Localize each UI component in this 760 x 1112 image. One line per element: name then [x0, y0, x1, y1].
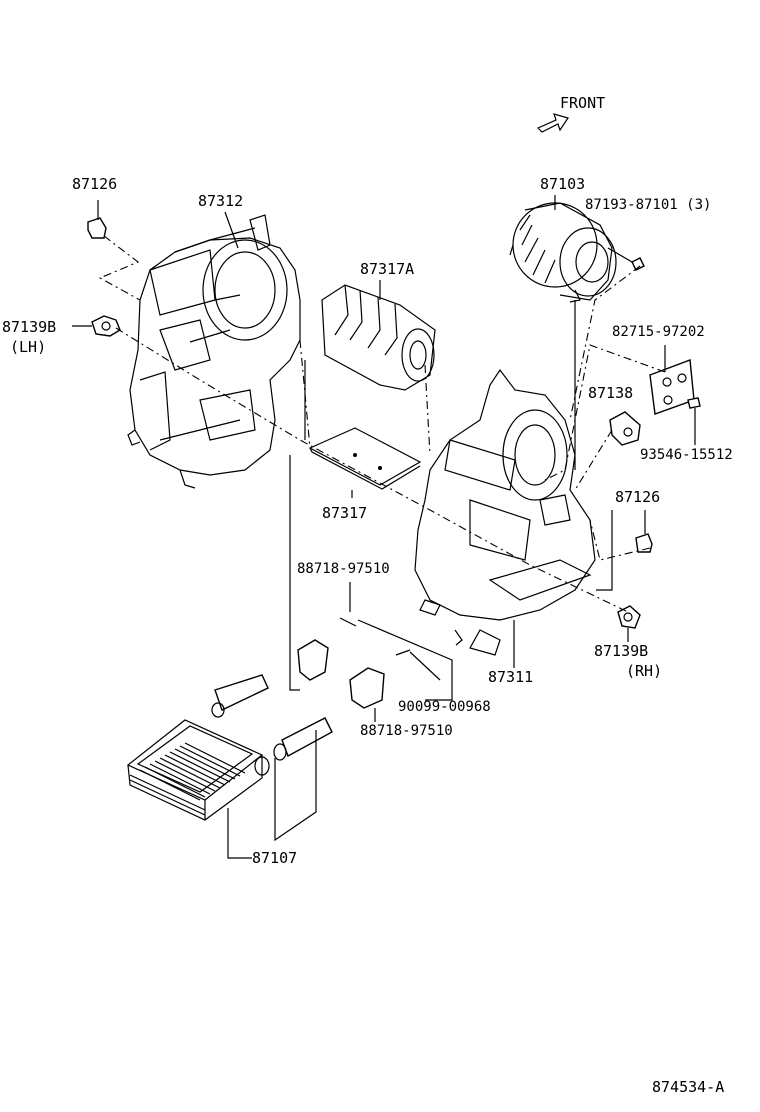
- label-82715: 82715-97202: [612, 324, 705, 340]
- blower-motor-87103: [509, 195, 645, 303]
- clip-87126-top: [87, 200, 107, 239]
- filter-plate-87317: [308, 427, 422, 490]
- bracket-88718-lower: [349, 649, 411, 722]
- assembly-lines: [98, 235, 666, 613]
- front-arrow-icon: [536, 113, 569, 133]
- filter-87317A: [321, 280, 436, 391]
- label-88718-lower: 88718-97510: [360, 723, 453, 739]
- label-87126-right: 87126: [615, 488, 661, 506]
- label-90099: 90099-00968: [398, 699, 491, 715]
- label-87139B-rh: 87139B: [594, 642, 649, 660]
- label-87193: 87193-87101 (3): [585, 197, 712, 213]
- label-87317: 87317: [322, 504, 368, 522]
- label-rh: (RH): [626, 662, 663, 680]
- label-87311: 87311: [488, 668, 534, 686]
- label-87103: 87103: [540, 175, 586, 193]
- bracket-88718-upper: [297, 582, 357, 681]
- label-lh: (LH): [10, 338, 47, 356]
- clip-87126-right: [635, 510, 653, 553]
- diagram-id: 874534-A: [652, 1078, 725, 1096]
- left-case-87312: [127, 214, 301, 489]
- right-case-87311: [414, 368, 596, 656]
- lever-87139B-rh: [617, 605, 641, 642]
- label-87317A: 87317A: [360, 260, 415, 278]
- label-88718-upper: 88718-97510: [297, 561, 390, 577]
- label-87312: 87312: [198, 192, 244, 210]
- label-87139B-lh: 87139B: [2, 318, 57, 336]
- bracket-82715: [649, 345, 701, 445]
- lever-87139B-lh: [72, 315, 121, 337]
- label-87138: 87138: [588, 384, 634, 402]
- label-87126-top: 87126: [72, 175, 118, 193]
- front-label: FRONT: [560, 94, 606, 112]
- actuator-87138: [609, 411, 641, 446]
- heater-core-87107: [126, 674, 333, 821]
- leader-lines: [224, 211, 613, 859]
- label-87107: 87107: [252, 849, 298, 867]
- label-93546: 93546-15512: [640, 447, 733, 463]
